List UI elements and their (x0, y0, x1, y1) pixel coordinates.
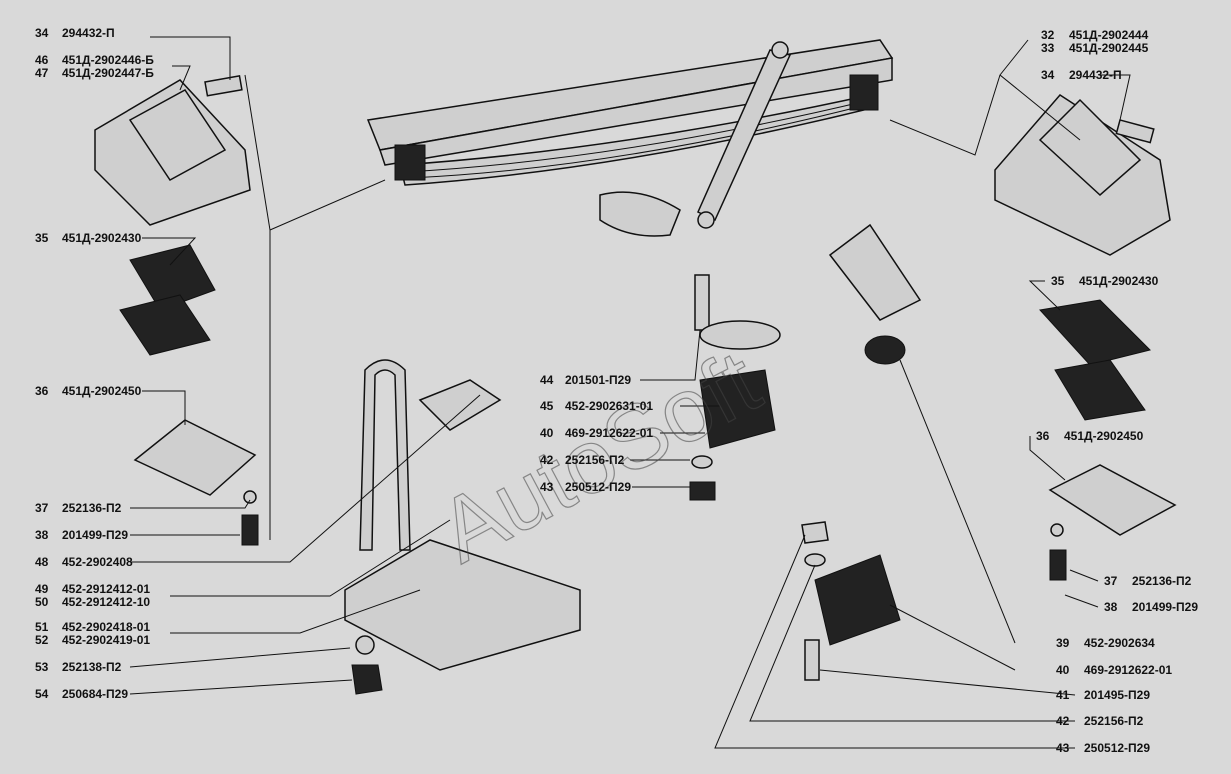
callout-num-center: 44 (540, 373, 554, 387)
callout-num-right: 35 (1051, 274, 1065, 288)
callout-code-left: 451Д-2902450 (62, 384, 142, 398)
callout-num-left: 51 (35, 620, 49, 634)
bolt-44 (694, 274, 710, 331)
callout-num-left: 38 (35, 528, 49, 542)
washer-37-right (1050, 523, 1064, 537)
callout-num-left: 47 (35, 66, 49, 80)
bump-pad-right (1039, 299, 1151, 421)
u-bolt-48 (359, 359, 411, 551)
plate-36-right (1048, 464, 1177, 536)
bump-stop-40-right (814, 554, 901, 646)
callout-code-right: 252156-П2 (1084, 714, 1144, 728)
callout-code-left: 252138-П2 (62, 660, 122, 674)
spring-pad-49 (344, 539, 581, 671)
bolt-38-right (1049, 549, 1067, 581)
callout-num-right: 39 (1056, 636, 1070, 650)
callout-code-left: 452-2912412-10 (62, 595, 150, 609)
callout-labels: 34 294432-П 46 451Д-2902446-Б 47 451Д-2902447… (35, 26, 1198, 755)
callout-num-left: 53 (35, 660, 49, 674)
bump-stop-bracket-right (994, 94, 1171, 256)
callout-code-right: 451Д-2902444 (1069, 28, 1149, 42)
callout-num-right: 38 (1104, 600, 1118, 614)
callout-num-left: 52 (35, 633, 49, 647)
leader-lines (129, 36, 1131, 749)
callout-code-left: 452-2902419-01 (62, 633, 150, 647)
plate-51 (418, 379, 502, 431)
callout-code-left: 451Д-2902430 (62, 231, 142, 245)
callout-num-center: 43 (540, 480, 554, 494)
callout-code-center: 452-2902631-01 (565, 399, 653, 413)
callout-num-right: 32 (1041, 28, 1055, 42)
callout-num-right: 34 (1041, 68, 1055, 82)
callout-num-left: 48 (35, 555, 49, 569)
callout-num-left: 50 (35, 595, 49, 609)
washer-42-center (691, 455, 713, 469)
callout-num-right: 41 (1056, 688, 1070, 702)
callout-code-right: 451Д-2902430 (1079, 274, 1159, 288)
callout-code-center: 252156-П2 (565, 453, 625, 467)
callout-code-right: 201495-П29 (1084, 688, 1150, 702)
callout-code-center: 250512-П29 (565, 480, 631, 494)
shock-absorber (697, 41, 792, 229)
callout-code-left: 452-2902418-01 (62, 620, 150, 634)
callout-num-right: 43 (1056, 741, 1070, 755)
callout-code-right: 250512-П29 (1084, 741, 1150, 755)
callout-num-left: 34 (35, 26, 49, 40)
callout-code-left: 250684-П29 (62, 687, 128, 701)
bushing-39 (864, 335, 906, 365)
bump-stop-40-center (699, 369, 776, 449)
callout-code-left: 451Д-2902447-Б (62, 66, 154, 80)
axle-housing (599, 191, 681, 237)
bolt-38-left (241, 514, 259, 546)
callout-num-left: 46 (35, 53, 49, 67)
plate-36-left (133, 419, 257, 496)
callout-code-center: 469-2912622-01 (565, 426, 653, 440)
callout-num-center: 40 (540, 426, 554, 440)
callout-num-right: 37 (1104, 574, 1118, 588)
nut-54 (351, 664, 383, 695)
callout-num-left: 54 (35, 687, 49, 701)
callout-code-center: 201501-П29 (565, 373, 631, 387)
callout-num-left: 35 (35, 231, 49, 245)
callout-code-right: 294432-П (1069, 68, 1122, 82)
bump-stop-bracket-left (94, 75, 251, 226)
callout-code-left: 252136-П2 (62, 501, 122, 515)
bump-pad-left (119, 244, 216, 356)
callout-num-right: 42 (1056, 714, 1070, 728)
callout-code-right: 451Д-2902450 (1064, 429, 1144, 443)
callout-num-left: 36 (35, 384, 49, 398)
callout-num-right: 33 (1041, 41, 1055, 55)
callout-code-left: 452-2902408 (62, 555, 133, 569)
callout-code-left: 294432-П (62, 26, 115, 40)
bolt-34-left (204, 75, 243, 97)
callout-code-right: 469-2912622-01 (1084, 663, 1172, 677)
callout-num-center: 45 (540, 399, 554, 413)
callout-num-right: 40 (1056, 663, 1070, 677)
callout-code-right: 451Д-2902445 (1069, 41, 1149, 55)
callout-code-right: 452-2902634 (1084, 636, 1155, 650)
callout-num-left: 37 (35, 501, 49, 515)
bolt-34-right (1115, 119, 1155, 144)
washer-53 (355, 635, 375, 655)
callout-code-right: 252136-П2 (1132, 574, 1192, 588)
spring-bracket-rear (849, 74, 879, 111)
washer-42-right (804, 553, 826, 567)
washer-37-left (243, 490, 257, 504)
callout-code-left: 452-2912412-01 (62, 582, 150, 596)
bolt-41 (804, 639, 820, 681)
callout-code-right: 201499-П29 (1132, 600, 1198, 614)
callout-code-left: 451Д-2902446-Б (62, 53, 154, 67)
nut-43-right (801, 521, 829, 544)
spring-bracket-front (394, 144, 426, 181)
callout-num-left: 49 (35, 582, 49, 596)
leaf-spring (394, 74, 879, 186)
bracket-39 (828, 223, 922, 321)
callout-code-left: 201499-П29 (62, 528, 128, 542)
callout-num-right: 36 (1036, 429, 1050, 443)
callout-num-center: 42 (540, 453, 554, 467)
nut-43-center (689, 481, 716, 501)
